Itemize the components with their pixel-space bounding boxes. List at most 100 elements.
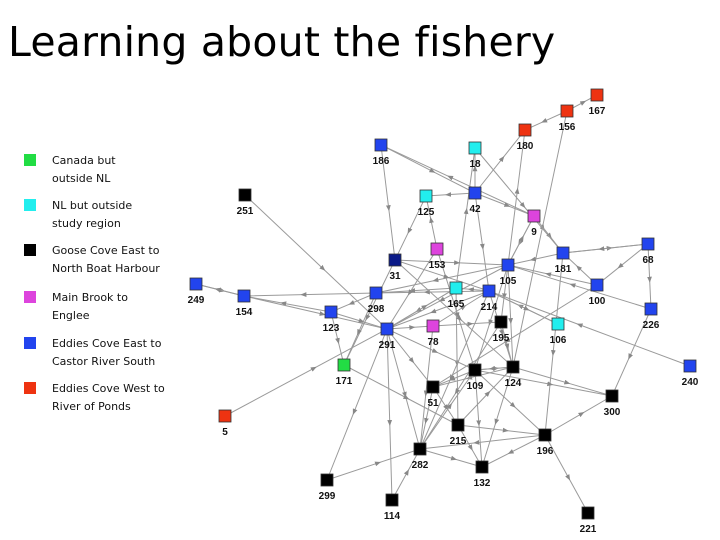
node-square xyxy=(527,209,541,223)
edge-78-282 xyxy=(419,325,434,450)
legend-label: NL but outside xyxy=(52,199,133,212)
node-label: 300 xyxy=(604,407,621,418)
edge-291-165 xyxy=(386,287,457,330)
node-132: 132 xyxy=(474,460,491,489)
edge-109-196 xyxy=(474,369,546,436)
node-180: 180 xyxy=(517,123,534,152)
node-31: 31 xyxy=(388,253,402,282)
node-label: 31 xyxy=(389,271,401,282)
node-label: 105 xyxy=(500,276,517,287)
node-square xyxy=(590,88,604,102)
node-114: 114 xyxy=(384,493,401,522)
edge-291-51 xyxy=(386,328,434,388)
node-label: 42 xyxy=(469,204,481,215)
edge-105-124 xyxy=(507,264,514,368)
node-214: 214 xyxy=(481,284,498,313)
edge-105-298 xyxy=(375,264,509,294)
edge-31-171 xyxy=(343,259,396,366)
edge-196-300 xyxy=(544,395,613,436)
node-square xyxy=(506,360,520,374)
node-square xyxy=(426,380,440,394)
node-label: 171 xyxy=(336,376,353,387)
node-label: 221 xyxy=(580,524,597,535)
node-square xyxy=(468,141,482,155)
edge-291-114 xyxy=(386,328,393,501)
edge-195-124 xyxy=(500,321,514,368)
node-label: 78 xyxy=(427,337,439,348)
edge-78-195 xyxy=(432,321,502,327)
edge-153-291 xyxy=(386,248,438,330)
edge-240-214 xyxy=(488,290,691,367)
edge-42-9 xyxy=(474,192,535,217)
legend-label: outside NL xyxy=(52,172,111,185)
edge-299-282 xyxy=(326,448,421,481)
node-square xyxy=(337,358,351,372)
node-label: 282 xyxy=(412,460,429,471)
node-100: 100 xyxy=(589,278,606,307)
legend-label: Canada but xyxy=(52,154,116,167)
node-square xyxy=(518,123,532,137)
legend-label: study region xyxy=(52,217,121,230)
legend-swatch xyxy=(24,382,36,394)
node-label: 9 xyxy=(531,227,537,238)
legend-swatch xyxy=(24,199,36,211)
edge-78-214 xyxy=(432,290,490,327)
node-square xyxy=(380,322,394,336)
legend-swatch xyxy=(24,244,36,256)
node-square xyxy=(320,473,334,487)
node-label: 240 xyxy=(682,377,699,388)
node-square xyxy=(388,253,402,267)
node-label: 18 xyxy=(469,159,481,170)
node-label: 196 xyxy=(537,446,554,457)
legend-label: Goose Cove East to xyxy=(52,244,160,257)
node-square xyxy=(605,389,619,403)
edge-42-180 xyxy=(474,129,526,194)
edge-124-156 xyxy=(512,110,568,368)
node-label: 215 xyxy=(450,436,467,447)
edge-51-282 xyxy=(419,386,434,450)
edge-105-195 xyxy=(500,264,509,323)
edges xyxy=(195,94,691,514)
node-215: 215 xyxy=(450,418,467,447)
node-label: 68 xyxy=(642,255,654,266)
node-240: 240 xyxy=(682,359,699,388)
node-251: 251 xyxy=(237,188,254,217)
edge-291-78 xyxy=(386,325,434,330)
node-5: 5 xyxy=(218,409,232,438)
edge-68-100 xyxy=(596,243,649,286)
edge-31-214 xyxy=(394,259,490,292)
node-square xyxy=(237,289,251,303)
edge-109-132 xyxy=(474,369,483,468)
edge-226-300 xyxy=(611,308,652,397)
node-165: 165 xyxy=(448,281,465,310)
edge-31-124 xyxy=(394,259,514,368)
node-square xyxy=(218,409,232,423)
node-label: 299 xyxy=(319,491,336,502)
legend-label: Eddies Cove East to xyxy=(52,337,162,350)
node-label: 156 xyxy=(559,122,576,133)
edge-181-105 xyxy=(507,252,564,266)
edge-105-291 xyxy=(386,264,509,330)
node-label: 251 xyxy=(237,206,254,217)
node-9: 9 xyxy=(527,209,541,238)
node-square xyxy=(482,284,496,298)
node-label: 51 xyxy=(427,398,439,409)
node-square xyxy=(560,104,574,118)
node-106: 106 xyxy=(550,317,567,346)
node-label: 214 xyxy=(481,302,498,313)
node-label: 154 xyxy=(236,307,253,318)
node-label: 167 xyxy=(589,106,606,117)
node-square xyxy=(683,359,697,373)
node-label: 165 xyxy=(448,299,465,310)
node-156: 156 xyxy=(559,104,576,133)
node-196: 196 xyxy=(537,428,554,457)
node-square xyxy=(369,286,383,300)
legend-label: River of Ponds xyxy=(52,400,131,413)
node-68: 68 xyxy=(641,237,655,266)
edge-282-132 xyxy=(419,448,483,468)
edge-42-125 xyxy=(425,192,476,197)
edge-100-105 xyxy=(507,264,598,286)
node-124: 124 xyxy=(505,360,522,389)
